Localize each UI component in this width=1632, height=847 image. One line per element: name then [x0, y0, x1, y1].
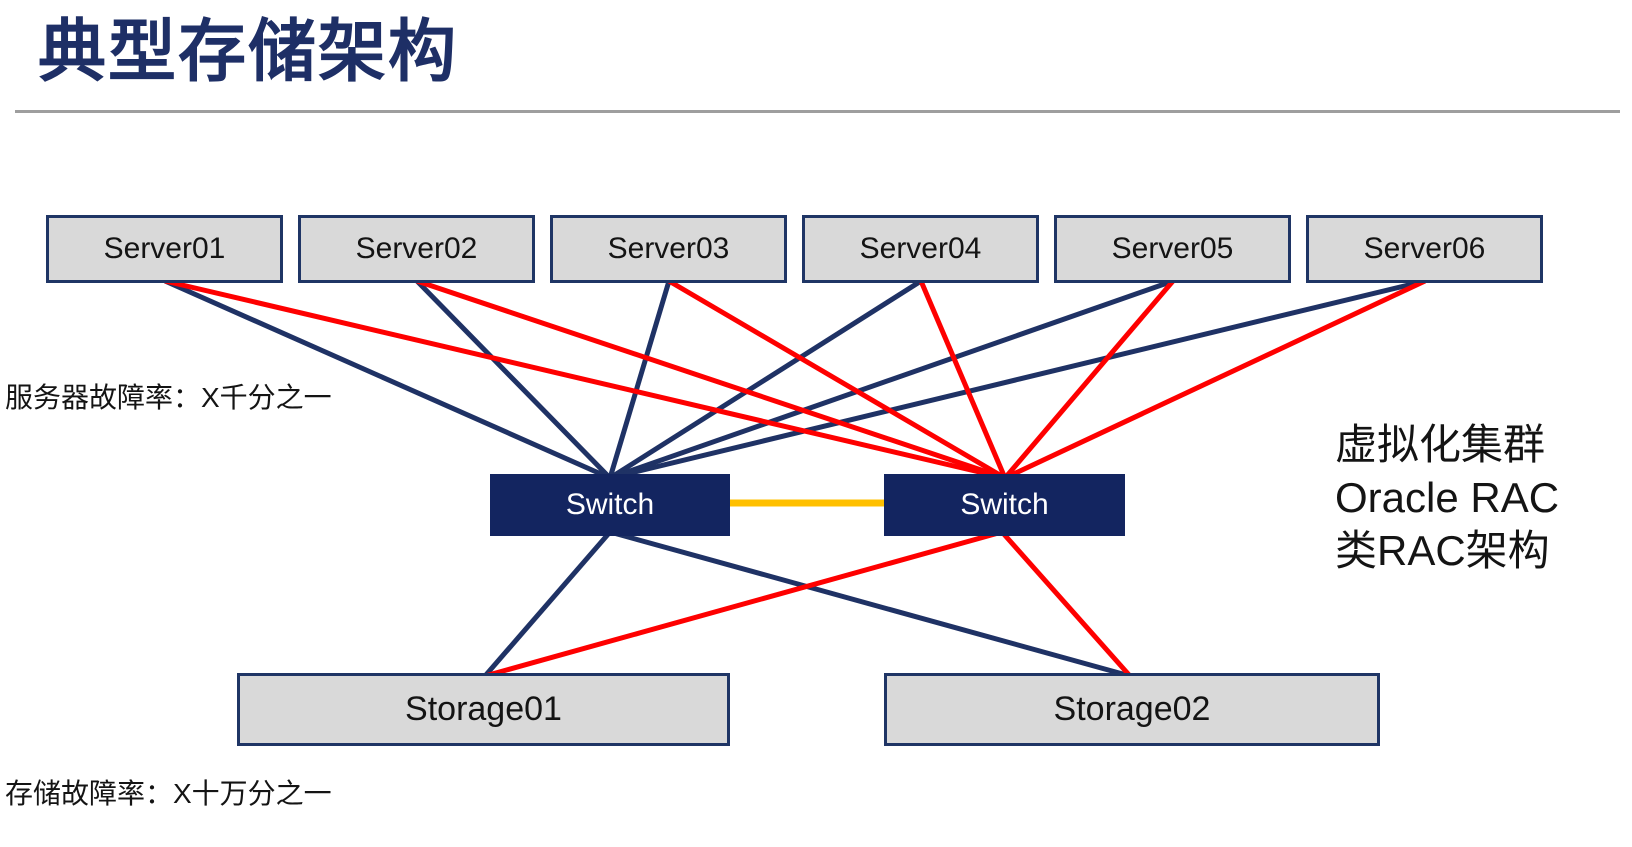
server02-label: Server02 — [355, 232, 478, 265]
server01-to-switch-right — [164, 278, 1006, 481]
server01-node: Server01 — [46, 215, 283, 283]
server01-label: Server01 — [103, 232, 226, 265]
storage01-label: Storage01 — [405, 690, 562, 728]
title-divider — [15, 110, 1620, 113]
switch-right-node: Switch — [884, 474, 1125, 536]
storage01-node: Storage01 — [237, 673, 730, 746]
server02-node: Server02 — [298, 215, 535, 283]
switch-left-to-storage02 — [609, 529, 1131, 679]
server06-to-switch-right — [1003, 278, 1427, 481]
server03-label: Server03 — [607, 232, 730, 265]
cluster-note-line-2: Oracle RAC — [1335, 474, 1560, 521]
switch-left-node: Switch — [490, 474, 730, 536]
cluster-note-line-3: 类RAC架构 — [1335, 527, 1550, 574]
cluster-note: 虚拟化集群 Oracle RAC 类RAC架构 — [1335, 418, 1559, 577]
server05-to-switch-left — [609, 278, 1174, 481]
server03-node: Server03 — [550, 215, 787, 283]
storage02-node: Storage02 — [884, 673, 1380, 746]
server05-to-switch-right — [1003, 279, 1175, 480]
server05-node: Server05 — [1054, 215, 1291, 283]
server04-to-switch-left — [608, 278, 923, 481]
server02-to-switch-left — [415, 279, 612, 480]
page-title: 典型存储架构 — [38, 14, 459, 90]
server06-to-switch-left — [609, 278, 1426, 481]
server01-to-switch-left — [163, 278, 612, 481]
switch-left-label: Switch — [565, 488, 655, 521]
server-failure-rate-label: 服务器故障率：X千分之一 — [5, 382, 332, 413]
switch-right-label: Switch — [960, 488, 1049, 521]
server06-label: Server06 — [1363, 232, 1486, 265]
server05-label: Server05 — [1111, 232, 1234, 265]
switch-right-to-storage01 — [484, 529, 1003, 679]
storage02-label: Storage02 — [1053, 690, 1211, 728]
cluster-note-line-1: 虚拟化集群 — [1335, 421, 1546, 468]
storage-failure-rate-label: 存储故障率：X十万分之一 — [5, 778, 332, 809]
server03-to-switch-right — [667, 278, 1007, 481]
switch-left-to-storage01 — [483, 530, 612, 678]
server04-node: Server04 — [802, 215, 1039, 283]
server06-node: Server06 — [1306, 215, 1543, 283]
server04-to-switch-right — [918, 280, 1008, 479]
switch-right-to-storage02 — [1000, 530, 1132, 678]
server02-to-switch-right — [416, 278, 1006, 481]
server03-to-switch-left — [607, 280, 672, 479]
server04-label: Server04 — [859, 232, 982, 265]
